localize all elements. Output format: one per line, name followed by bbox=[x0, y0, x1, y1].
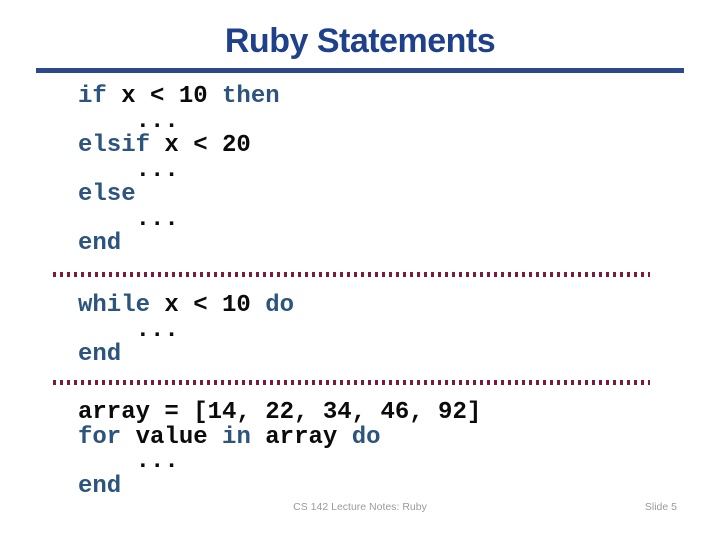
code-line: for value in array do bbox=[78, 423, 481, 451]
code-line: end bbox=[78, 230, 280, 257]
code-line: array = [14, 22, 34, 46, 92] bbox=[78, 399, 482, 426]
code-text: x < 10 bbox=[106, 83, 223, 110]
dotted-separator-bottom bbox=[53, 380, 650, 385]
code-line: if x < 10 then bbox=[78, 83, 280, 110]
code-text: ... bbox=[78, 448, 179, 475]
code-text: ... bbox=[78, 156, 179, 184]
code-keyword: elsif bbox=[78, 132, 151, 159]
code-block-for: array = [14, 22, 34, 46, 92]for value in… bbox=[78, 399, 482, 500]
code-text: array = [14, 22, 34, 46, 92] bbox=[78, 399, 482, 426]
code-line: ... bbox=[78, 107, 280, 135]
code-line: end bbox=[78, 341, 294, 368]
code-text: ... bbox=[78, 107, 179, 135]
dotted-separator-top bbox=[53, 272, 650, 277]
code-line: ... bbox=[78, 316, 294, 344]
code-text: x < 20 bbox=[150, 132, 251, 159]
footer-note: CS 142 Lecture Notes: Ruby bbox=[293, 501, 427, 513]
code-line: else bbox=[78, 181, 280, 208]
code-line: ... bbox=[78, 448, 481, 475]
code-keyword: end bbox=[78, 341, 122, 368]
code-line: ... bbox=[78, 156, 280, 184]
code-line: end bbox=[78, 472, 481, 500]
code-line: ... bbox=[78, 205, 280, 233]
code-block-if-elsif-else: if x < 10 then ...elsif x < 20 ...else .… bbox=[78, 83, 280, 257]
code-keyword: for bbox=[78, 423, 122, 451]
code-block-while: while x < 10 do ...end bbox=[78, 292, 295, 368]
code-keyword: then bbox=[222, 83, 280, 110]
code-text: array bbox=[250, 423, 352, 451]
code-text: ... bbox=[78, 205, 179, 233]
code-text: ... bbox=[78, 316, 179, 344]
code-keyword: end bbox=[78, 472, 122, 500]
code-line: while x < 10 do bbox=[78, 292, 295, 319]
code-text: value bbox=[121, 423, 223, 451]
code-text: x < 10 bbox=[150, 292, 266, 319]
code-keyword: while bbox=[78, 292, 151, 319]
code-keyword: end bbox=[78, 230, 122, 257]
code-keyword: do bbox=[351, 423, 381, 451]
slide-title: Ruby Statements bbox=[224, 22, 496, 60]
code-keyword: in bbox=[222, 423, 251, 451]
title-underline bbox=[36, 68, 684, 73]
code-line: elsif x < 20 bbox=[78, 132, 280, 159]
code-keyword: if bbox=[78, 83, 107, 110]
code-keyword: do bbox=[265, 292, 295, 319]
slide-number: Slide 5 bbox=[644, 501, 677, 513]
code-keyword: else bbox=[78, 181, 136, 208]
